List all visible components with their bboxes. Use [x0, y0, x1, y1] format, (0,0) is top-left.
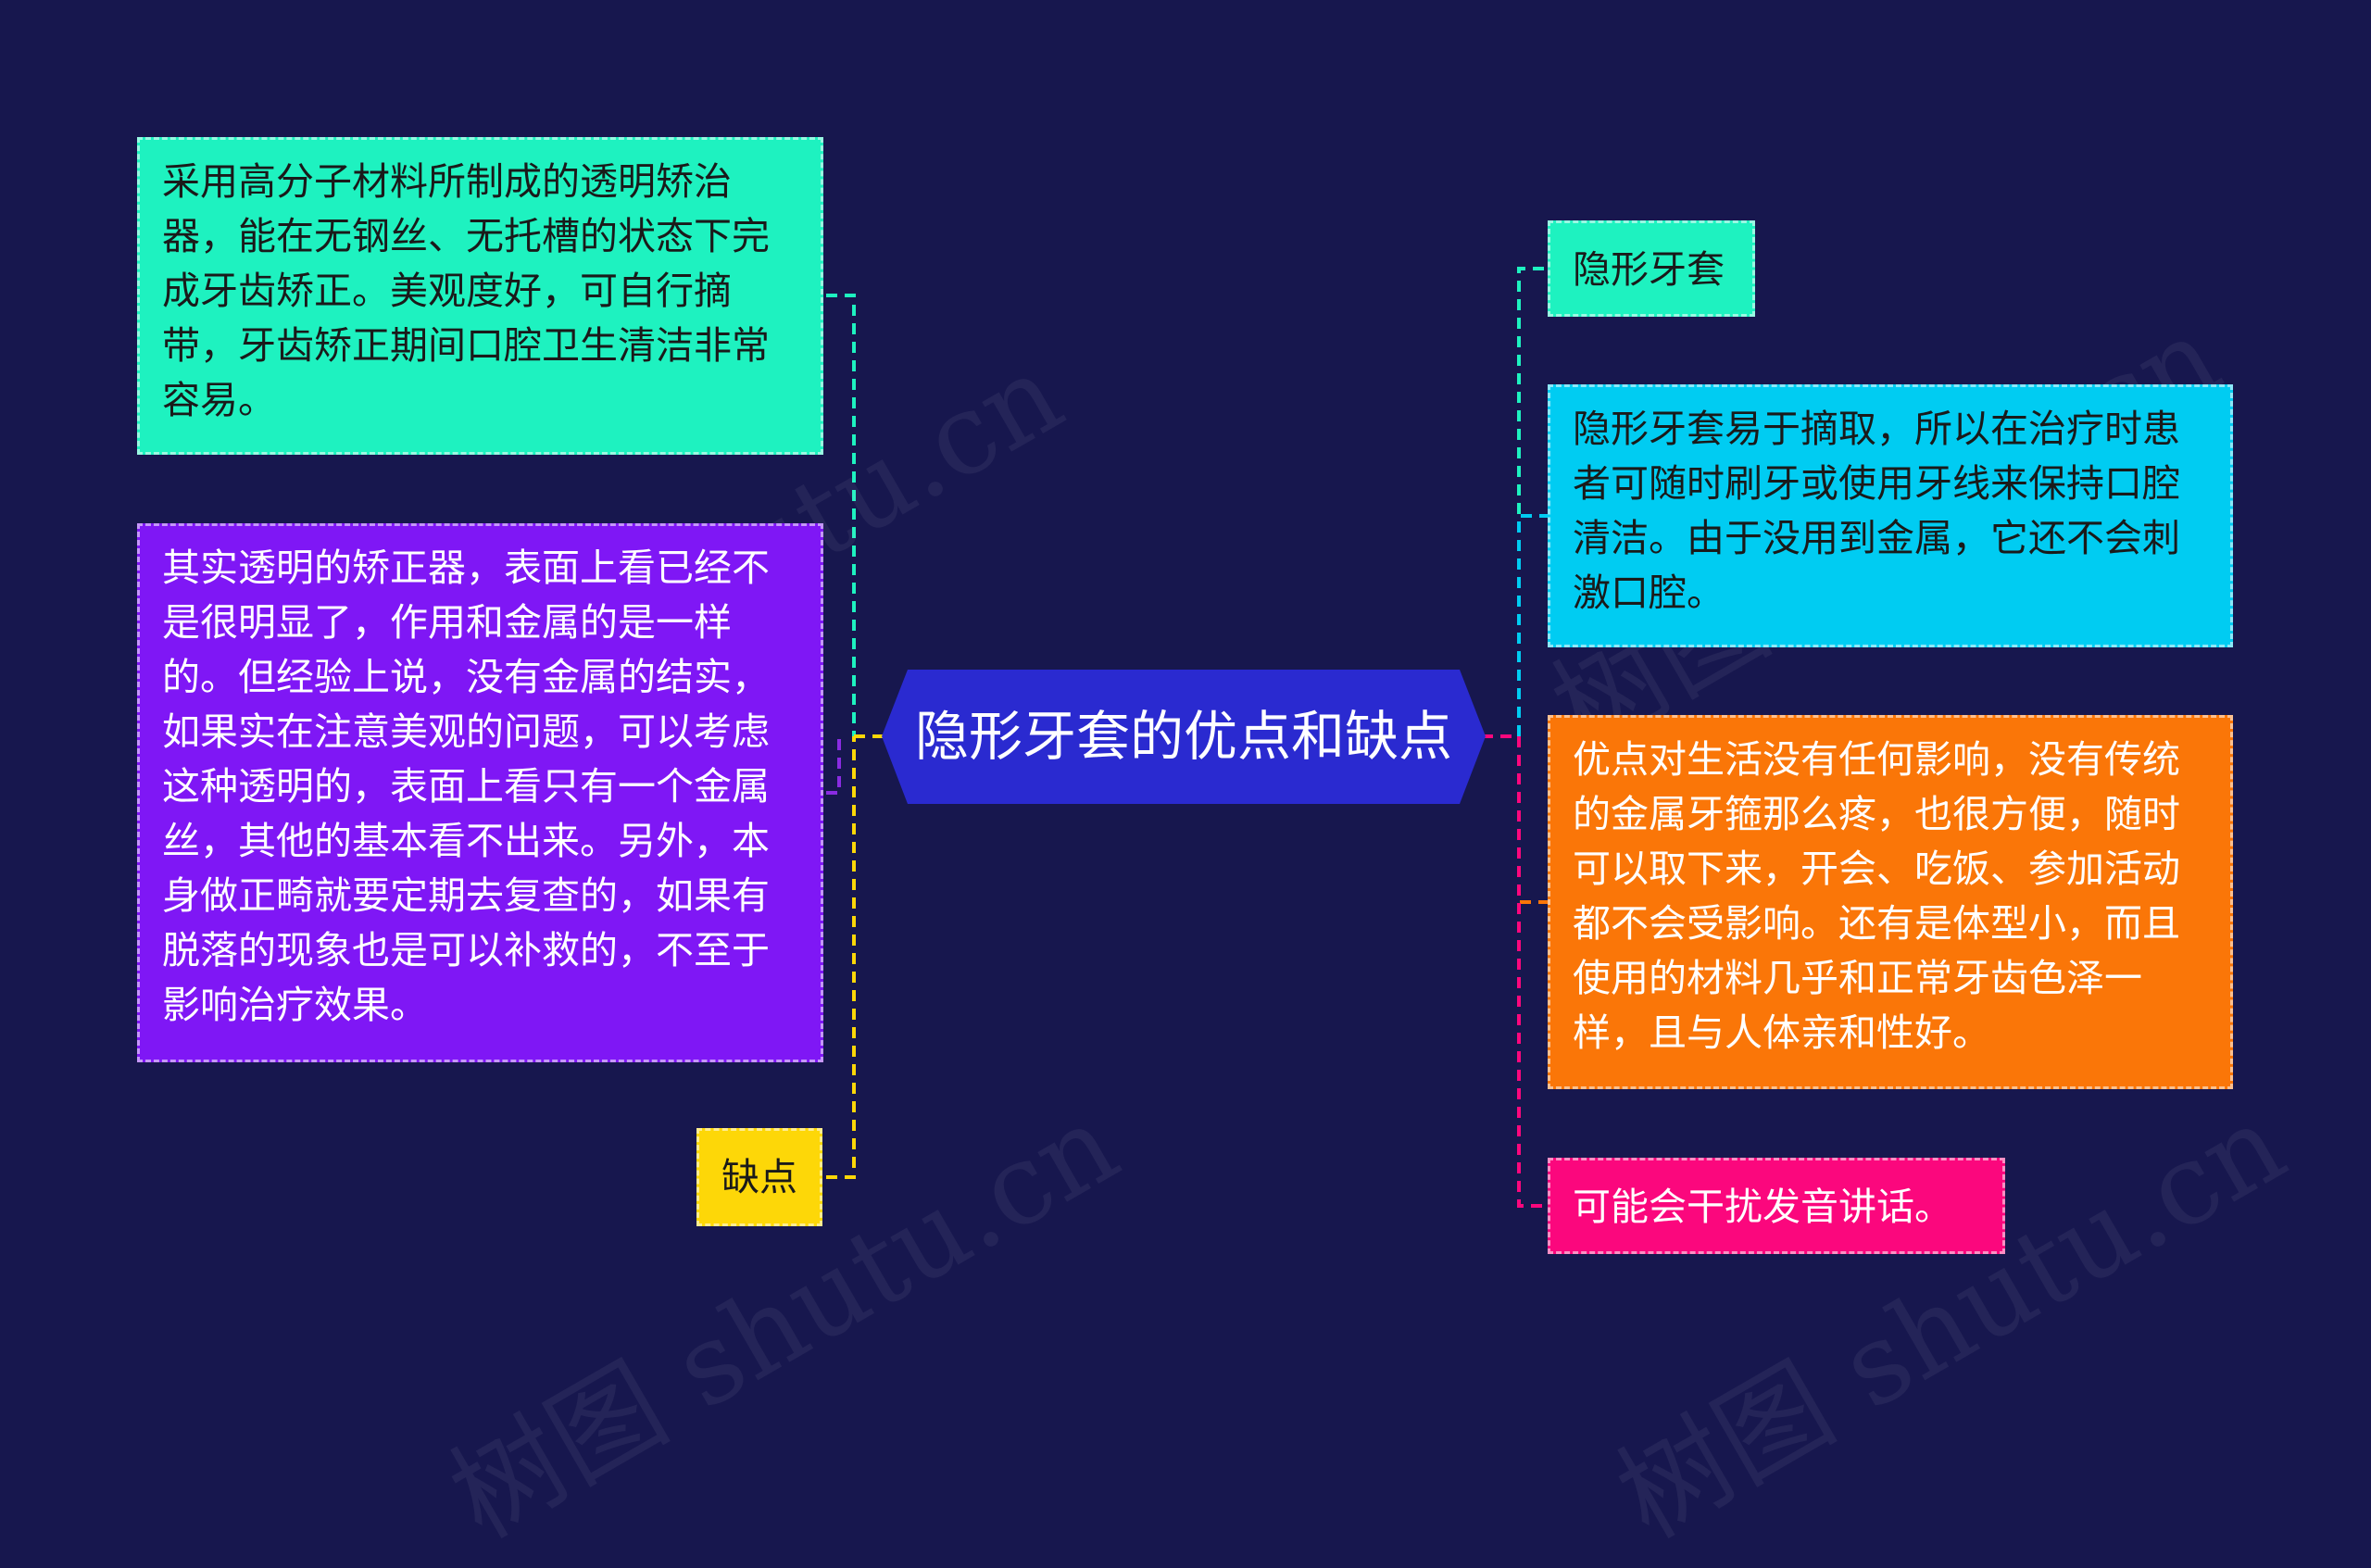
node-left-disadvantages[interactable]: 缺点: [696, 1128, 822, 1226]
connector-lines: [826, 267, 1548, 1208]
node-right-advantages-detail[interactable]: 优点对生活没有任何影响，没有传统的金属牙箍那么疼，也很方便，随时可以取下来，开会…: [1548, 715, 2233, 1089]
connector-right-4: [1517, 736, 1548, 1208]
connector-left-2: [826, 736, 841, 795]
connector-right-1: [1517, 267, 1548, 736]
center-topic-title: 隐形牙套的优点和缺点: [914, 705, 1452, 768]
connector-right-2: [1517, 514, 1548, 736]
node-left-transparent-aligner-desc[interactable]: 采用高分子材料所制成的透明矫治器，能在无钢丝、无托槽的状态下完成牙齿矫正。美观度…: [137, 137, 823, 455]
connector-left-1: [826, 294, 856, 736]
mindmap-canvas: 树图 shutu.cn 树图 shutu.cn 树图 shutu.cn 树图 s…: [137, 137, 2305, 1563]
center-hexagon-shape: [882, 670, 1486, 804]
node-left-disadvantage-detail[interactable]: 其实透明的矫正器，表面上看已经不是很明显了，作用和金属的是一样的。但经验上说，没…: [137, 523, 823, 1062]
node-right-speech-interference[interactable]: 可能会干扰发音讲话。: [1548, 1158, 2005, 1254]
center-topic-node[interactable]: 隐形牙套的优点和缺点: [882, 670, 1486, 804]
connector-left-3: [826, 736, 856, 1179]
node-right-easy-removal[interactable]: 隐形牙套易于摘取，所以在治疗时患者可随时刷牙或使用牙线来保持口腔清洁。由于没用到…: [1548, 384, 2233, 647]
node-right-invisible-braces[interactable]: 隐形牙套: [1548, 220, 1755, 317]
connector-right-3: [1517, 736, 1548, 904]
